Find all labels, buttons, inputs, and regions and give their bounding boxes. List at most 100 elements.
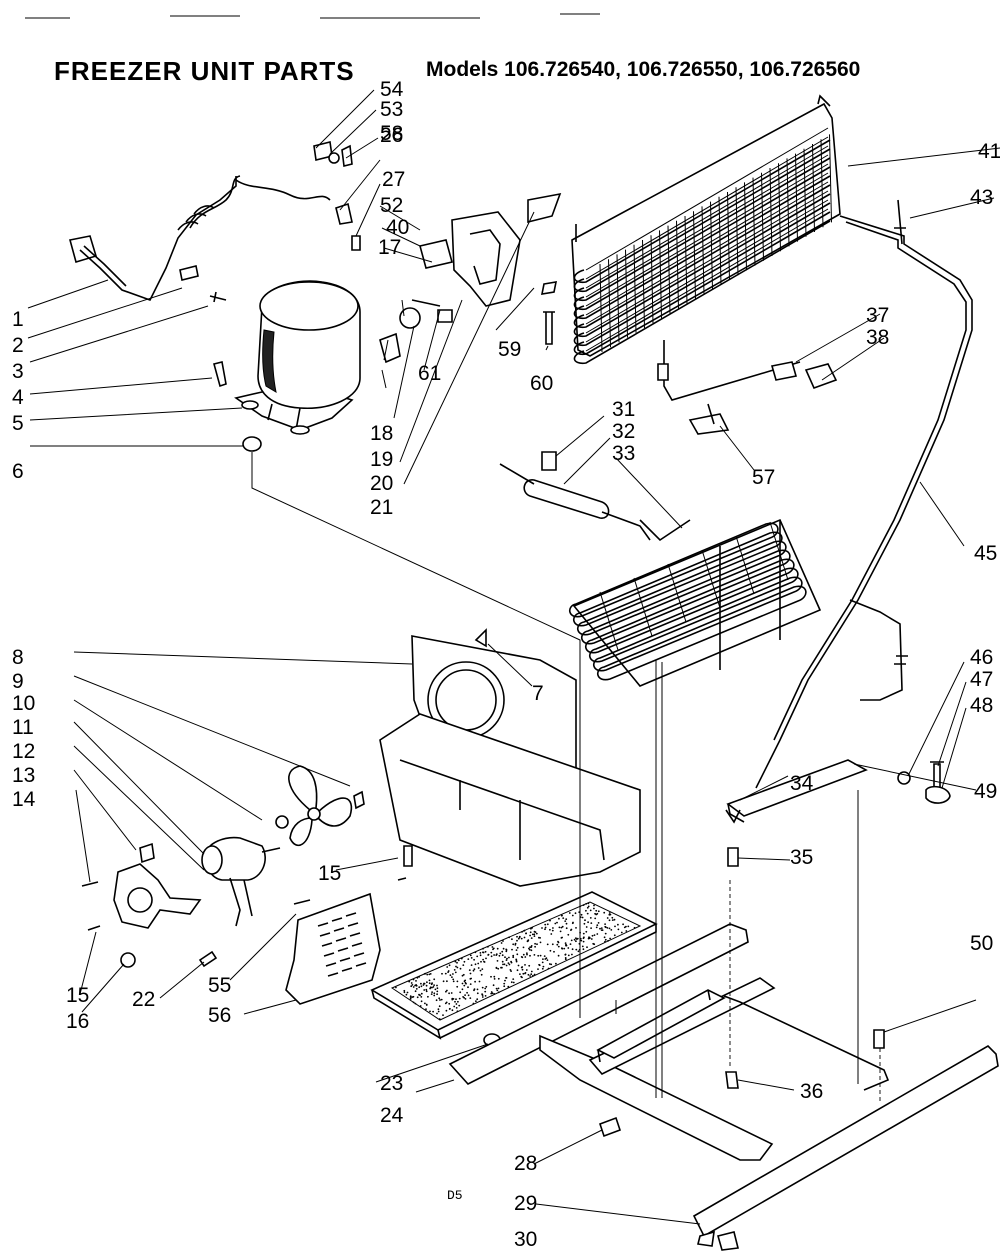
callout-label: 32: [612, 420, 635, 443]
screw-36: [725, 1071, 739, 1089]
callout-label: 24: [380, 1104, 404, 1127]
alignment-lines: [251, 452, 881, 1102]
callout-label: 40: [386, 216, 409, 239]
bracket-49-edge: [727, 803, 745, 823]
condenser-coil: [571, 94, 841, 365]
access-panel: [285, 892, 381, 1005]
motor-bracket: [113, 842, 202, 929]
callout-label: 43: [970, 186, 993, 209]
relay-parts: [379, 299, 453, 364]
callout-label: 17: [378, 236, 401, 259]
drier: [657, 340, 838, 401]
callout-label: 12: [12, 740, 35, 763]
tubing: [755, 199, 973, 789]
callout-label: 28: [514, 1152, 537, 1175]
upper-small-parts: [313, 141, 361, 251]
power-cord: [69, 175, 331, 301]
callout-label: 36: [800, 1080, 823, 1103]
callout-label: 29: [514, 1192, 537, 1215]
callout-label: 16: [66, 1010, 89, 1033]
fan-motor: [201, 836, 281, 927]
callout-label: 53: [380, 98, 403, 121]
callout-label: 34: [790, 772, 814, 795]
callout-label: 3: [12, 360, 24, 383]
callout-label: 57: [752, 466, 775, 489]
callout-label: 55: [208, 974, 231, 997]
callout-label: 26: [380, 124, 403, 147]
callout-label: 48: [970, 694, 993, 717]
clip: [688, 403, 730, 435]
clip-34: [725, 809, 741, 824]
callout-label: 14: [12, 788, 36, 811]
callout-label: 7: [532, 682, 544, 705]
callout-label: 47: [970, 668, 993, 691]
evaporator-coil: [569, 518, 822, 687]
callout-label: 54: [380, 78, 404, 101]
callout-label: 23: [380, 1072, 403, 1095]
callout-label: 35: [790, 846, 813, 869]
relay-cover: [419, 192, 562, 307]
callout-label: 8: [12, 646, 24, 669]
drain-pan: [370, 891, 658, 1040]
callout-label: 9: [12, 670, 24, 693]
callout-label: 6: [12, 460, 24, 483]
callout-label: 61: [418, 362, 441, 385]
callout-label: 45: [974, 542, 997, 565]
callout-label: 30: [514, 1228, 537, 1251]
callout-label: 22: [132, 988, 155, 1011]
callout-label: 4: [12, 386, 24, 409]
fan-shroud: [379, 628, 641, 887]
leader-lines: [27, 89, 1000, 1225]
plug-22: [198, 950, 218, 968]
callout-label: 52: [380, 194, 403, 217]
model-numbers: Models 106.726540, 106.726550, 106.72656…: [426, 58, 861, 81]
callout-label: 59: [498, 338, 521, 361]
grommet: [242, 436, 262, 452]
callout-label: 10: [12, 692, 35, 715]
callout-label: 33: [612, 442, 635, 465]
callout-label: 58: [380, 122, 403, 145]
diagram-title: FREEZER UNIT PARTS: [54, 56, 355, 86]
spacer-35: [727, 847, 739, 867]
scan-noise: [25, 13, 600, 19]
fan-washer: [275, 815, 289, 829]
screw-30: [717, 1231, 739, 1251]
bracket-screws: [81, 881, 101, 931]
grommet-16: [120, 952, 136, 968]
screw-55: [293, 899, 311, 905]
callout-label: 38: [866, 326, 889, 349]
callout-label: 2: [12, 334, 24, 357]
callout-label: 31: [612, 398, 635, 421]
compressor: [234, 280, 361, 435]
screw-tip: [397, 877, 407, 881]
fan-blade: [288, 765, 353, 847]
callout-label: 15: [66, 984, 89, 1007]
cord-clamp: [179, 265, 227, 303]
callout-label: 49: [974, 780, 997, 803]
callout-label: 50: [970, 932, 993, 955]
screw-50: [873, 1029, 885, 1049]
callout-label: 18: [370, 422, 393, 445]
screw-15: [403, 845, 413, 867]
callout-label: 21: [370, 496, 393, 519]
drain-pan-stipple: [395, 902, 636, 1020]
callout-label: 37: [866, 304, 889, 327]
callout-label: 41: [978, 140, 1000, 163]
callout-label: 1: [12, 308, 24, 331]
callout-label: 11: [12, 716, 34, 739]
screw: [543, 311, 555, 345]
callout-label: 27: [382, 168, 405, 191]
page-mark: D5: [447, 1188, 463, 1203]
accumulator: [499, 451, 651, 541]
callout-label: 5: [12, 412, 24, 435]
callout-label: 20: [370, 472, 393, 495]
callout-label: 46: [970, 646, 993, 669]
callout-label: 15: [318, 862, 341, 885]
callout-label: 19: [370, 448, 393, 471]
callout-label: 56: [208, 1004, 231, 1027]
fan-retainer: [353, 790, 365, 810]
callout-label: 13: [12, 764, 35, 787]
callout-labels: 1234567891011121314151516171819202122232…: [12, 78, 1000, 1251]
